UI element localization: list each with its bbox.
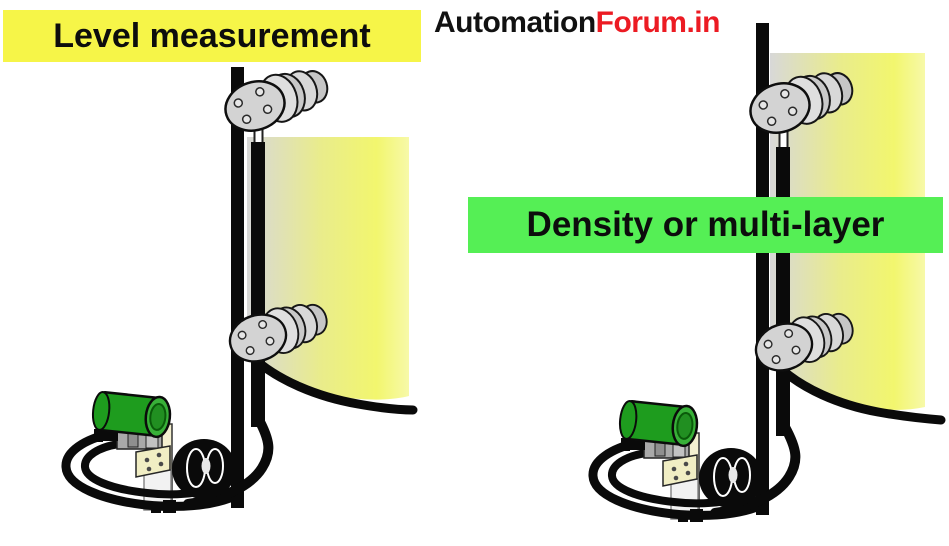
logo-text-automation: Automation [434,6,596,39]
tank-bottom-edge [771,359,946,425]
site-logo: AutomationForum.in [434,6,720,40]
logo-text-forum-in: Forum.in [595,6,721,39]
label-density-multilayer: Density or multi-layer [468,197,943,253]
detector-rod [251,142,265,427]
label-level-measurement: Level measurement [3,10,421,62]
density-multilayer-diagram [593,23,946,522]
detector-rod [776,147,790,436]
support-pipe [231,67,244,508]
level-measurement-diagram [66,58,418,513]
support-pipe [756,23,769,515]
tank-bottom-edge [246,351,418,415]
tank-wall [247,137,409,400]
